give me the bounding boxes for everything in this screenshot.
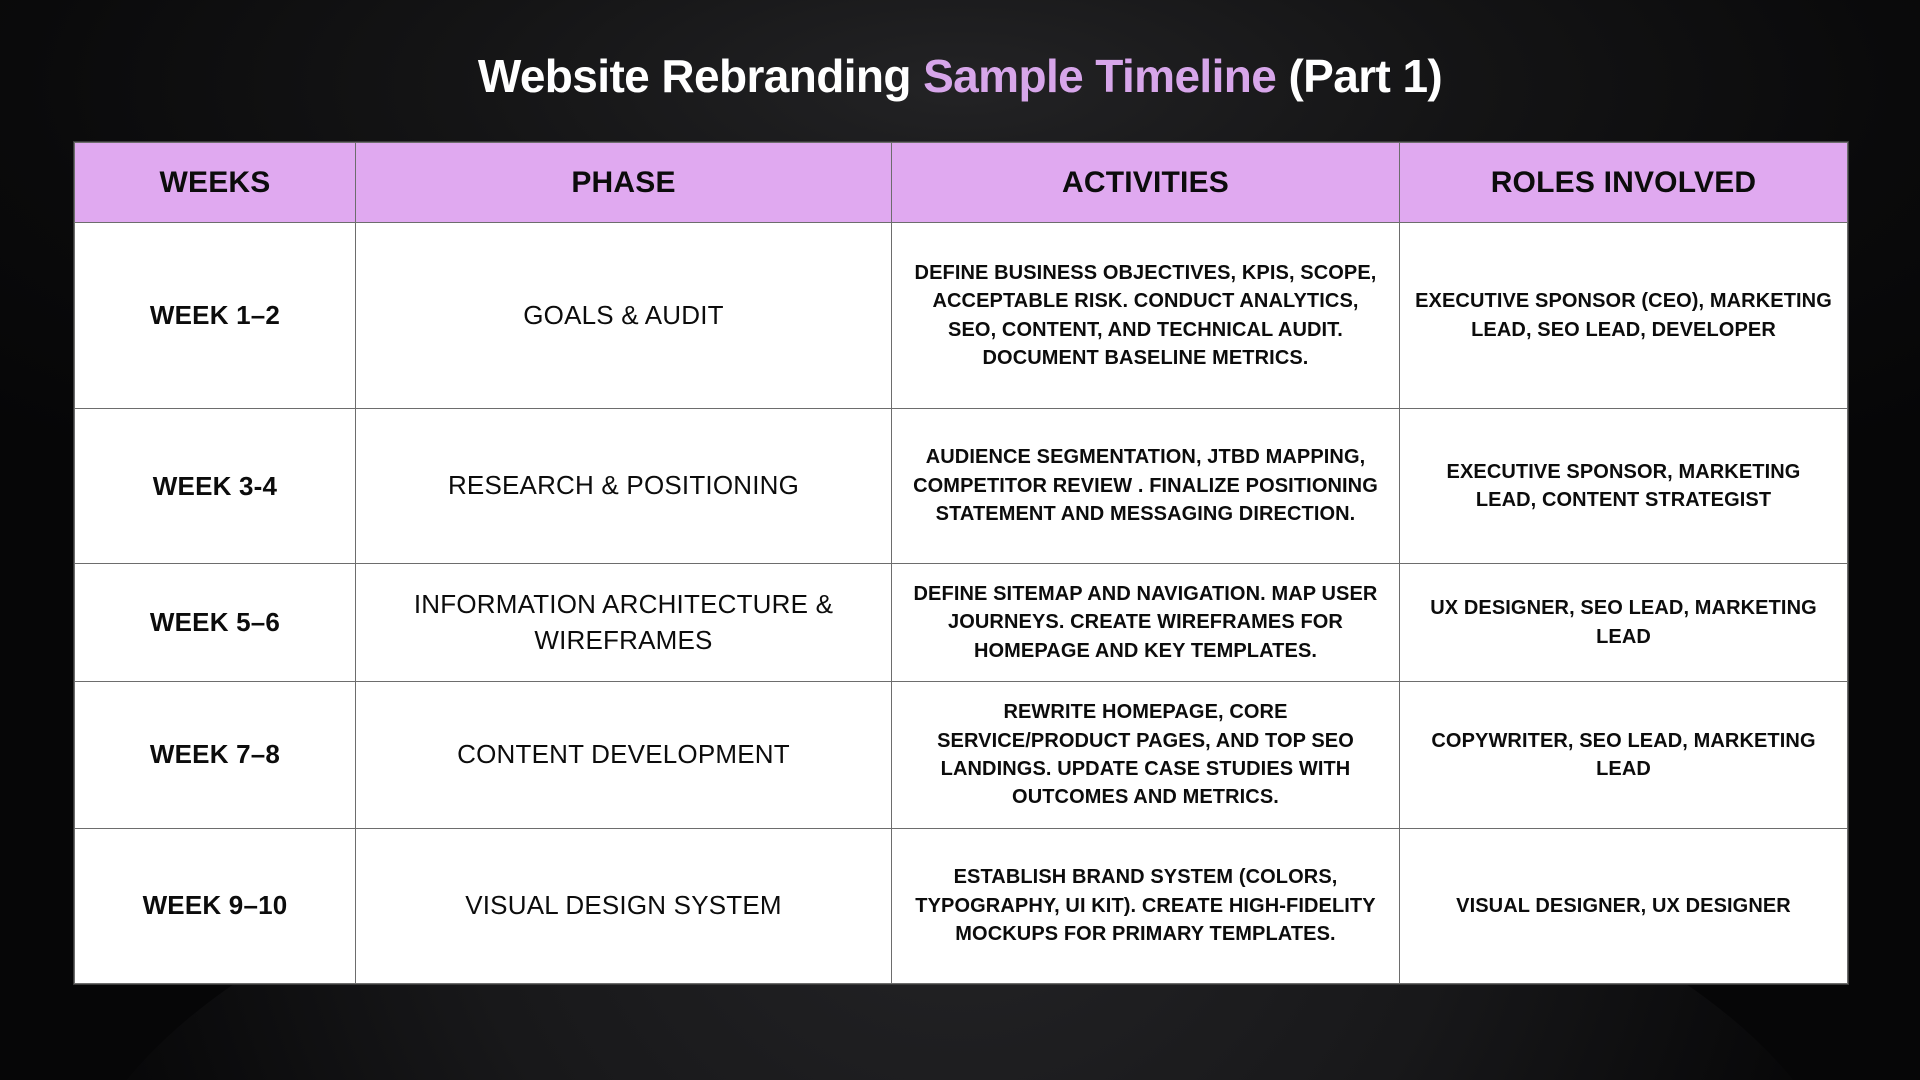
cell-activities: AUDIENCE SEGMENTATION, JTBD MAPPING, COM… xyxy=(891,408,1400,564)
table-row: WEEK 3-4 RESEARCH & POSITIONING AUDIENCE… xyxy=(74,408,1848,564)
cell-roles: COPYWRITER, SEO LEAD, MARKETING LEAD xyxy=(1399,681,1848,829)
cell-activities: ESTABLISH BRAND SYSTEM (COLORS, TYPOGRAP… xyxy=(891,827,1400,984)
cell-phase: INFORMATION ARCHITECTURE & WIREFRAMES xyxy=(355,562,892,683)
title-tail: (Part 1) xyxy=(1276,50,1443,102)
column-header-phase: PHASE xyxy=(355,142,892,223)
table-header: WEEKS PHASE ACTIVITIES ROLES INVOLVED xyxy=(74,142,1848,223)
title-text: Website Rebranding Sample Timeline (Part… xyxy=(477,50,1443,102)
cell-roles: EXECUTIVE SPONSOR, MARKETING LEAD, CONTE… xyxy=(1399,408,1848,564)
table-row: WEEK 9–10 VISUAL DESIGN SYSTEM ESTABLISH… xyxy=(74,827,1848,984)
cell-weeks: WEEK 9–10 xyxy=(74,827,356,984)
title-accent: Sample Timeline xyxy=(923,50,1277,102)
cell-weeks: WEEK 3-4 xyxy=(74,408,356,564)
cell-phase: RESEARCH & POSITIONING xyxy=(355,408,892,564)
column-header-weeks: WEEKS xyxy=(74,142,356,223)
cell-activities: DEFINE SITEMAP AND NAVIGATION. MAP USER … xyxy=(891,562,1400,683)
cell-roles: EXECUTIVE SPONSOR (CEO), MARKETING LEAD,… xyxy=(1399,222,1848,409)
column-header-activities: ACTIVITIES xyxy=(891,142,1400,223)
title-lead: Website Rebranding xyxy=(477,50,924,102)
table-body: WEEK 1–2 GOALS & AUDIT DEFINE BUSINESS O… xyxy=(74,222,1848,984)
cell-roles: VISUAL DESIGNER, UX DESIGNER xyxy=(1399,827,1848,984)
cell-activities: REWRITE HOMEPAGE, CORE SERVICE/PRODUCT P… xyxy=(891,681,1400,829)
cell-weeks: WEEK 5–6 xyxy=(74,562,356,683)
table-header-row: WEEKS PHASE ACTIVITIES ROLES INVOLVED xyxy=(74,142,1848,223)
table-row: WEEK 1–2 GOALS & AUDIT DEFINE BUSINESS O… xyxy=(74,222,1848,409)
cell-weeks: WEEK 7–8 xyxy=(74,681,356,829)
cell-roles: UX DESIGNER, SEO LEAD, MARKETING LEAD xyxy=(1399,562,1848,683)
cell-phase: CONTENT DEVELOPMENT xyxy=(355,681,892,829)
timeline-table: WEEKS PHASE ACTIVITIES ROLES INVOLVED WE… xyxy=(74,142,1848,984)
cell-weeks: WEEK 1–2 xyxy=(74,222,356,409)
page-title: Website Rebranding Sample Timeline (Part… xyxy=(0,52,1920,100)
cell-phase: VISUAL DESIGN SYSTEM xyxy=(355,827,892,984)
table-row: WEEK 5–6 INFORMATION ARCHITECTURE & WIRE… xyxy=(74,562,1848,683)
cell-activities: DEFINE BUSINESS OBJECTIVES, KPIS, SCOPE,… xyxy=(891,222,1400,409)
cell-phase: GOALS & AUDIT xyxy=(355,222,892,409)
column-header-roles: ROLES INVOLVED xyxy=(1399,142,1848,223)
table-row: WEEK 7–8 CONTENT DEVELOPMENT REWRITE HOM… xyxy=(74,681,1848,829)
